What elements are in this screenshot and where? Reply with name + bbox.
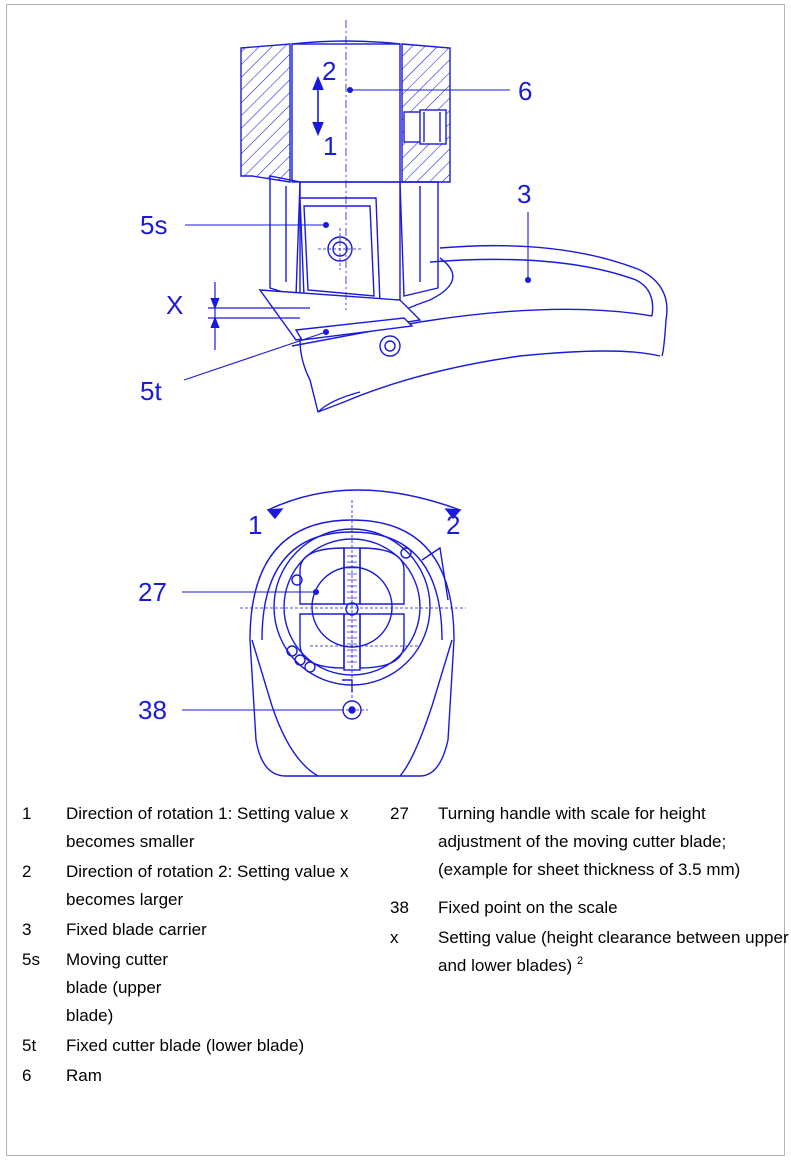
label-lower-blade-5t: 5t [140, 376, 162, 406]
legend-code: 6 [22, 1066, 32, 1085]
legend-code: 2 [22, 862, 32, 881]
label-ram-6: 6 [518, 76, 532, 106]
legend-code: 1 [22, 804, 32, 823]
legend-item: 5s Moving cutter blade (upper blade) [22, 946, 382, 1030]
turning-handle-view [182, 489, 466, 777]
legend-text: Setting value (height clearance between … [438, 924, 790, 980]
legend-text: Direction of rotation 1: Setting value x… [66, 804, 349, 851]
legend-text: Fixed cutter blade (lower blade) [66, 1036, 305, 1055]
legend-text: Fixed point on the scale [438, 898, 618, 917]
shear-head-view [183, 20, 668, 413]
legend-column-left: 1 Direction of rotation 1: Setting value… [22, 800, 382, 1092]
legend-text: Turning handle with scale for height adj… [438, 804, 741, 879]
label-clearance-x: X [166, 290, 183, 320]
legend-text-body: Setting value (height clearance between … [438, 928, 789, 975]
label-carrier-3: 3 [517, 179, 531, 209]
label-arrow-2: 2 [322, 56, 336, 86]
legend-item: x Setting value (height clearance betwee… [390, 924, 790, 980]
legend-item: 3 Fixed blade carrier [22, 916, 382, 944]
legend-code: 3 [22, 920, 32, 939]
legend-code: 27 [390, 804, 409, 823]
housing-right [401, 43, 451, 183]
legend-text: Direction of rotation 2: Setting value x… [66, 862, 349, 909]
legend-item: 2 Direction of rotation 2: Setting value… [22, 858, 382, 914]
legend-column-right: 27 Turning handle with scale for height … [390, 800, 790, 982]
label-upper-blade-5s: 5s [140, 210, 167, 240]
legend-code: 5s [22, 950, 40, 969]
legend-item: 6 Ram [22, 1062, 382, 1090]
legend-item: 27 Turning handle with scale for height … [390, 800, 790, 884]
legend-text: Fixed blade carrier [66, 920, 207, 939]
legend-item: 5t Fixed cutter blade (lower blade) [22, 1032, 382, 1060]
label-rotation-1: 1 [248, 510, 262, 540]
legend-item: 38 Fixed point on the scale [390, 894, 790, 922]
housing-left [240, 43, 291, 183]
label-fixed-point-38: 38 [138, 695, 167, 725]
technical-diagram: 2 1 6 3 5s X 5t [138, 20, 668, 777]
upper-blade-5s [299, 197, 381, 305]
leader-lines-bottom [182, 588, 342, 711]
label-handle-27: 27 [138, 577, 167, 607]
legend-code: 5t [22, 1036, 37, 1055]
fixed-blade-carrier-3 [258, 244, 668, 413]
legend-text: Moving cutter blade (upper blade) [66, 950, 169, 1025]
label-rotation-2: 2 [446, 510, 460, 540]
handle-housing [249, 519, 455, 777]
ram-direction-arrow [312, 75, 324, 137]
label-arrow-1: 1 [323, 131, 337, 161]
legend-code: 38 [390, 898, 409, 917]
clearance-dimension [208, 282, 310, 350]
leader-lines-top [183, 86, 532, 381]
legend-code: x [390, 928, 399, 947]
figure-frame [6, 4, 785, 1156]
handle-centre-lines [240, 500, 466, 700]
footnote-marker: 2 [576, 955, 584, 967]
legend-item: 1 Direction of rotation 1: Setting value… [22, 800, 382, 856]
rotation-arc [266, 489, 462, 520]
legend-text: Ram [66, 1066, 102, 1085]
